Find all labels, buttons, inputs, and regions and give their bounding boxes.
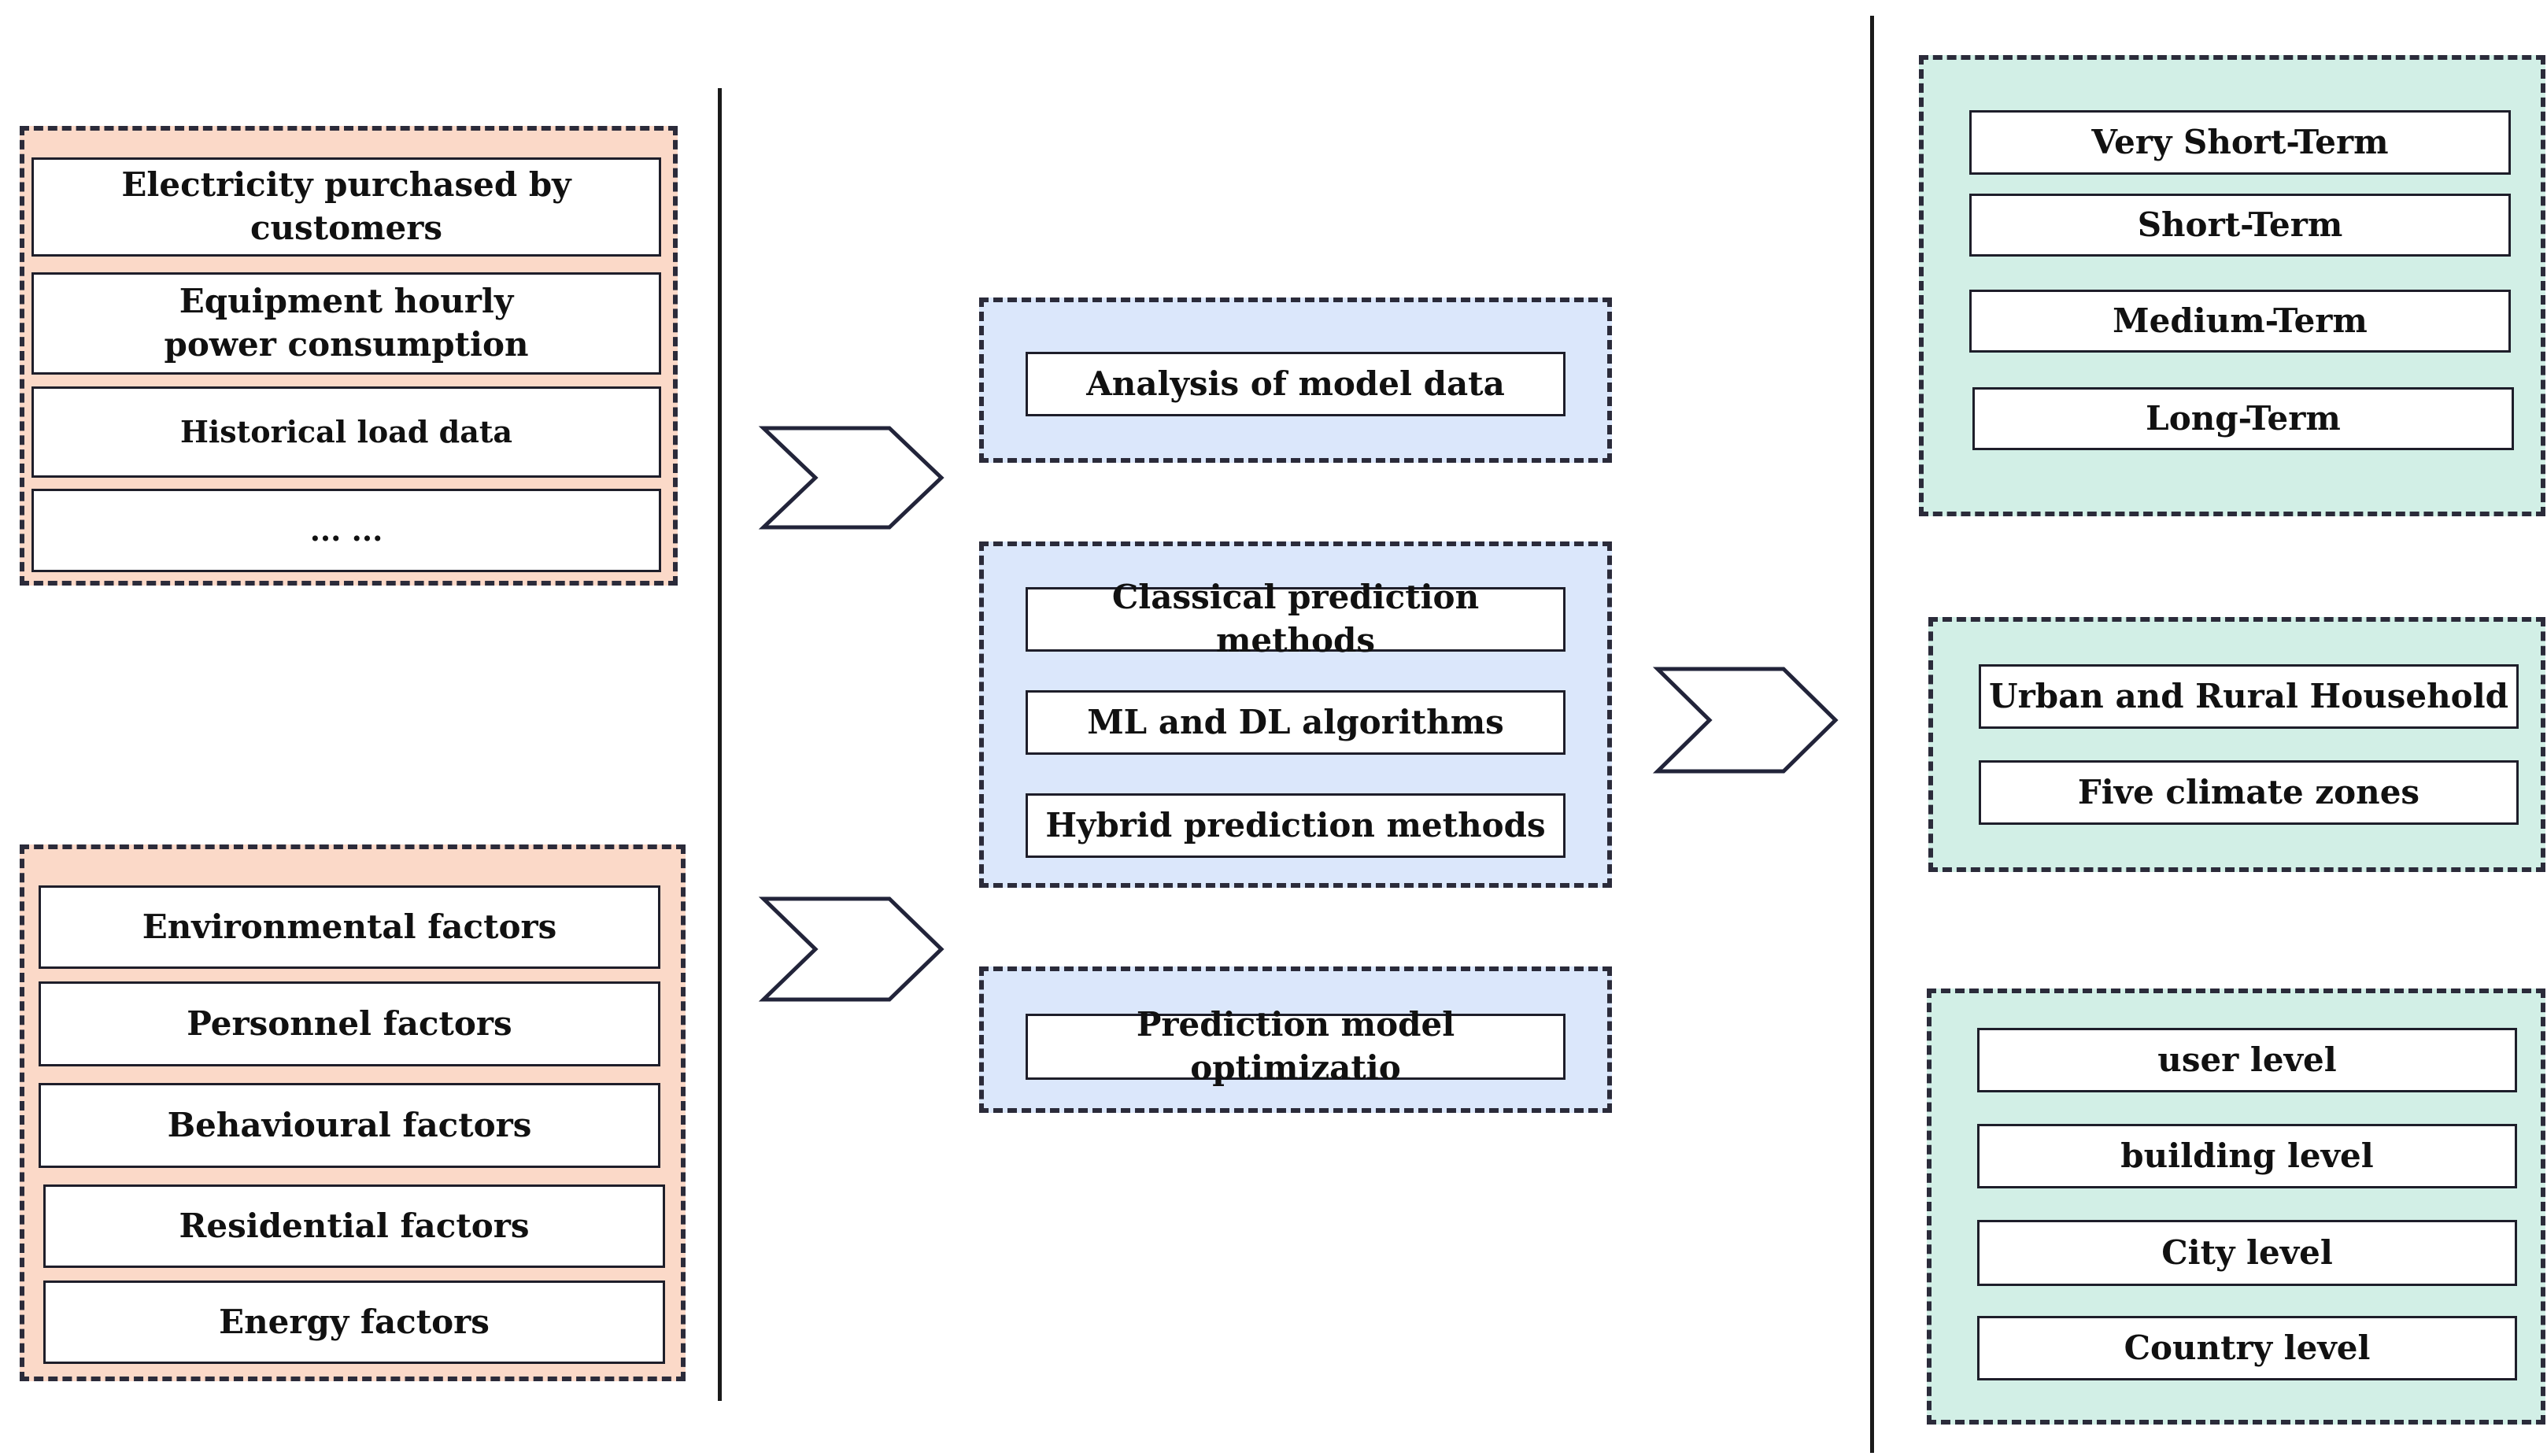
prediction-method-item: Classical prediction methods — [1026, 578, 1566, 660]
chevron-arrow-icon — [758, 426, 944, 530]
influencing-factors-group: Environmental factors Personnel factors … — [20, 844, 686, 1381]
data-source-item: Equipment hourly power consumption — [31, 272, 661, 375]
prediction-method-item: ML and DL algorithms — [1026, 690, 1566, 755]
region-item: Five climate zones — [1979, 760, 2519, 825]
data-source-item: Historical load data — [31, 386, 661, 478]
left-separator-line — [718, 88, 722, 1401]
model-optimization-group: Prediction model optimizatio — [979, 966, 1612, 1113]
prediction-method-item: Hybrid prediction methods — [1026, 793, 1566, 858]
data-sources-group: Electricity purchased by customers Equip… — [20, 126, 678, 586]
time-horizon-item: Long-Term — [1972, 387, 2514, 450]
data-source-item: Electricity purchased by customers — [31, 157, 661, 257]
model-analysis-group: Analysis of model data — [979, 297, 1612, 463]
time-horizons-group: Very Short-Term Short-Term Medium-Term L… — [1919, 55, 2545, 516]
spatial-level-item: Country level — [1977, 1316, 2517, 1380]
factor-item: Behavioural factors — [39, 1083, 660, 1168]
factor-item: Personnel factors — [39, 981, 660, 1066]
spatial-level-item: building level — [1977, 1124, 2517, 1188]
prediction-methods-group: Classical prediction methods ML and DL a… — [979, 541, 1612, 888]
chevron-arrow-icon — [1652, 667, 1839, 774]
model-analysis-item: Analysis of model data — [1026, 352, 1566, 416]
time-horizon-item: Medium-Term — [1969, 290, 2511, 353]
spatial-levels-group: user level building level City level Cou… — [1927, 989, 2545, 1425]
spatial-level-item: City level — [1977, 1220, 2517, 1286]
time-horizon-item: Short-Term — [1969, 194, 2511, 257]
spatial-level-item: user level — [1977, 1028, 2517, 1092]
time-horizon-item: Very Short-Term — [1969, 110, 2511, 175]
factor-item: Environmental factors — [39, 885, 660, 969]
chevron-arrow-icon — [758, 896, 944, 1002]
region-item: Urban and Rural Household — [1979, 664, 2519, 729]
factor-item: Energy factors — [43, 1280, 665, 1364]
factor-item: Residential factors — [43, 1184, 665, 1268]
data-source-item: ... ... — [31, 489, 661, 572]
right-separator-line — [1870, 16, 1874, 1453]
regions-group: Urban and Rural Household Five climate z… — [1928, 617, 2545, 872]
model-optimization-item: Prediction model optimizatio — [1026, 1005, 1566, 1087]
